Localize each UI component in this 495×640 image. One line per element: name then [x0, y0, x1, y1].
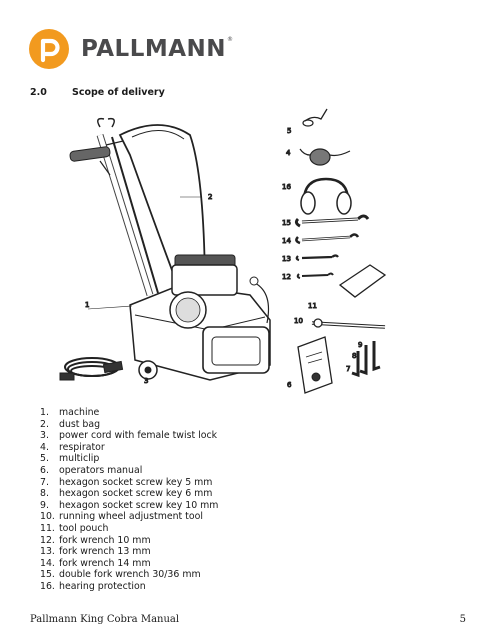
list-item: 9.hexagon socket screw key 10 mm	[40, 499, 219, 511]
callout-7: 7	[346, 365, 350, 373]
callout-11: 11	[308, 302, 317, 310]
hearing-protection-illustration	[300, 177, 352, 215]
section-title: Scope of delivery	[72, 87, 165, 98]
list-item: 15.double fork wrench 30/36 mm	[40, 569, 201, 581]
list-item: 3.power cord with female twist lock	[40, 430, 218, 442]
multiclip-illustration	[302, 108, 328, 127]
scope-of-delivery-illustration: 1 2 3 4 5 6 7 8 9 10 11 12 13 14 15 16	[59, 108, 387, 394]
callout-9: 9	[358, 341, 362, 349]
callout-13: 13	[282, 255, 291, 263]
adjustment-tool-illustration	[311, 318, 386, 329]
machine-illustration	[69, 117, 271, 381]
operators-manual-illustration	[297, 336, 333, 394]
tool-pouch-illustration	[338, 264, 387, 298]
page-number: 5	[459, 614, 466, 625]
list-item: 10.running wheel adjustment tool	[40, 511, 203, 523]
section-number: 2.0	[30, 87, 47, 98]
list-item: 1.machine	[40, 407, 100, 418]
wrenches-illustration	[294, 214, 370, 279]
pallmann-p-icon	[29, 29, 69, 69]
list-item: 2.dust bag	[40, 418, 101, 430]
callout-2: 2	[208, 193, 212, 201]
brand-logo: PALLMANN®	[29, 29, 234, 69]
registered-mark: ®	[227, 36, 234, 43]
callout-15: 15	[282, 219, 291, 227]
callout-16: 16	[282, 183, 291, 191]
list-item: 14.fork wrench 14 mm	[40, 557, 151, 569]
brand-name: PALLMANN®	[81, 36, 234, 62]
delivery-items-list: 1.machine 2.dust bag 3.power cord with f…	[40, 407, 218, 593]
footer-title: Pallmann King Cobra Manual	[30, 614, 180, 625]
page-footer: Pallmann King Cobra Manual 5	[30, 614, 466, 625]
callout-labels: 1 2 3 4 5 6 7 8 9 10 11 12 13 14 15 16	[85, 127, 363, 390]
list-item: 5.multiclip	[40, 453, 100, 465]
respirator-illustration	[299, 148, 351, 166]
list-item: 13.fork wrench 13 mm	[40, 546, 151, 558]
callout-4: 4	[286, 149, 291, 157]
list-item: 16.hearing protection	[40, 580, 146, 592]
callout-14: 14	[282, 237, 291, 245]
hex-keys-illustration	[351, 341, 381, 378]
list-item: 4.respirator	[40, 441, 105, 453]
callout-8: 8	[352, 352, 356, 360]
list-item: 11.tool pouch	[40, 522, 109, 534]
list-item: 12.fork wrench 10 mm	[40, 534, 151, 546]
section-heading: 2.0 Scope of delivery	[30, 87, 165, 98]
list-item: 6.operators manual	[40, 464, 143, 476]
callout-1: 1	[85, 301, 89, 309]
callout-6: 6	[287, 381, 292, 389]
callout-3: 3	[144, 377, 148, 385]
callout-12: 12	[282, 273, 291, 281]
callout-5: 5	[287, 127, 291, 135]
list-item: 7.hexagon socket screw key 5 mm	[40, 476, 213, 488]
list-item: 8.hexagon socket screw key 6 mm	[40, 488, 213, 500]
callout-10: 10	[294, 317, 303, 325]
power-cord-illustration	[59, 357, 124, 381]
